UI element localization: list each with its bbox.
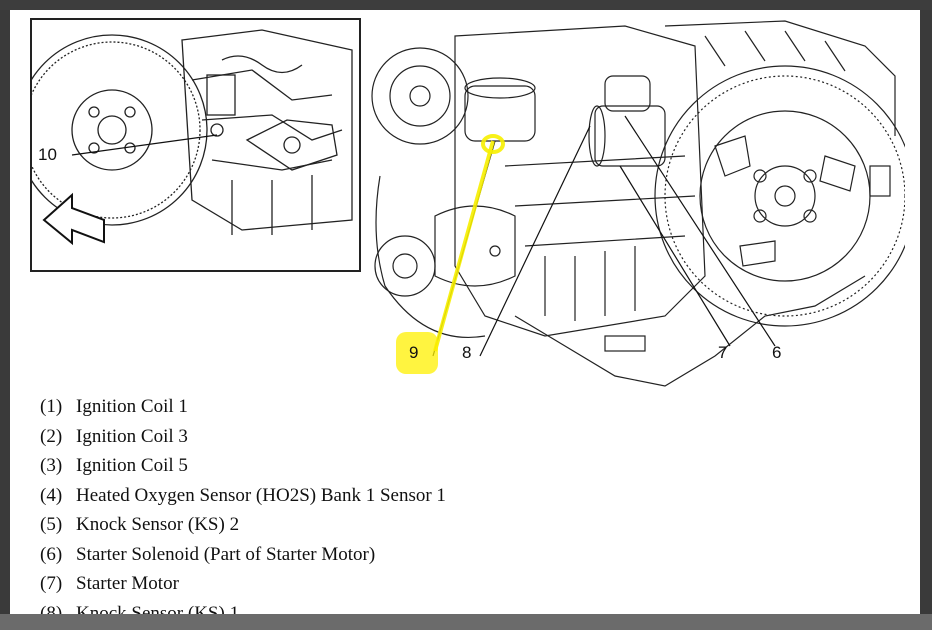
list-item: (1) Ignition Coil 1 xyxy=(40,392,446,422)
item-number: (7) xyxy=(40,573,63,594)
item-label: Starter Solenoid (Part of Starter Motor) xyxy=(76,543,376,565)
list-item: (3) Ignition Coil 5 xyxy=(40,451,446,481)
item-label: Starter Motor xyxy=(76,573,179,594)
list-item: (8) Knock Sensor (KS) 1 xyxy=(40,599,446,615)
callout-6: 6 xyxy=(772,343,782,362)
list-item: (2) Ignition Coil 3 xyxy=(40,422,446,452)
item-label: Heated Oxygen Sensor (HO2S) Bank 1 Senso… xyxy=(76,484,446,506)
list-item: (7) Starter Motor xyxy=(40,569,446,599)
item-number: (4) xyxy=(40,484,63,506)
callout-10: 10 xyxy=(38,145,57,164)
viewer-top-bar xyxy=(0,0,932,10)
viewer-scrollbar[interactable] xyxy=(920,10,932,630)
item-label: Ignition Coil 1 xyxy=(76,396,188,417)
document-page: 10 xyxy=(10,10,920,614)
item-label: Knock Sensor (KS) 2 xyxy=(76,514,240,535)
item-label: Knock Sensor (KS) 1 xyxy=(76,602,240,615)
callout-7: 7 xyxy=(718,343,728,362)
callout-9: 9 xyxy=(409,343,419,362)
item-label: Ignition Coil 3 xyxy=(76,425,188,447)
component-legend: (1) Ignition Coil 1 (2) Ignition Coil 3 (3… xyxy=(40,392,446,614)
direction-arrow-icon xyxy=(42,192,105,246)
item-number: (5) xyxy=(40,514,63,535)
item-number: (1) xyxy=(40,396,63,417)
item-number: (3) xyxy=(40,455,63,476)
callout-8: 8 xyxy=(462,343,472,362)
highlight-circle-mark xyxy=(481,134,505,154)
highlight-leader-line xyxy=(433,140,495,352)
item-label: Ignition Coil 5 xyxy=(76,455,188,476)
viewer-bottom-bar xyxy=(0,614,932,630)
list-item: (4) Heated Oxygen Sensor (HO2S) Bank 1 Se… xyxy=(40,481,446,511)
callout-9-highlight xyxy=(396,332,438,374)
viewer-left-margin xyxy=(0,10,10,630)
item-number: (8) xyxy=(40,602,63,615)
item-number: (2) xyxy=(40,425,63,447)
engine-diagram xyxy=(371,20,905,387)
inset-drawing xyxy=(32,29,353,246)
list-item: (5) Knock Sensor (KS) 2 xyxy=(40,510,446,540)
item-number: (6) xyxy=(40,543,63,565)
inset-detail-figure: 10 xyxy=(30,18,361,272)
list-item: (6) Starter Solenoid (Part of Starter Mot… xyxy=(40,540,446,570)
